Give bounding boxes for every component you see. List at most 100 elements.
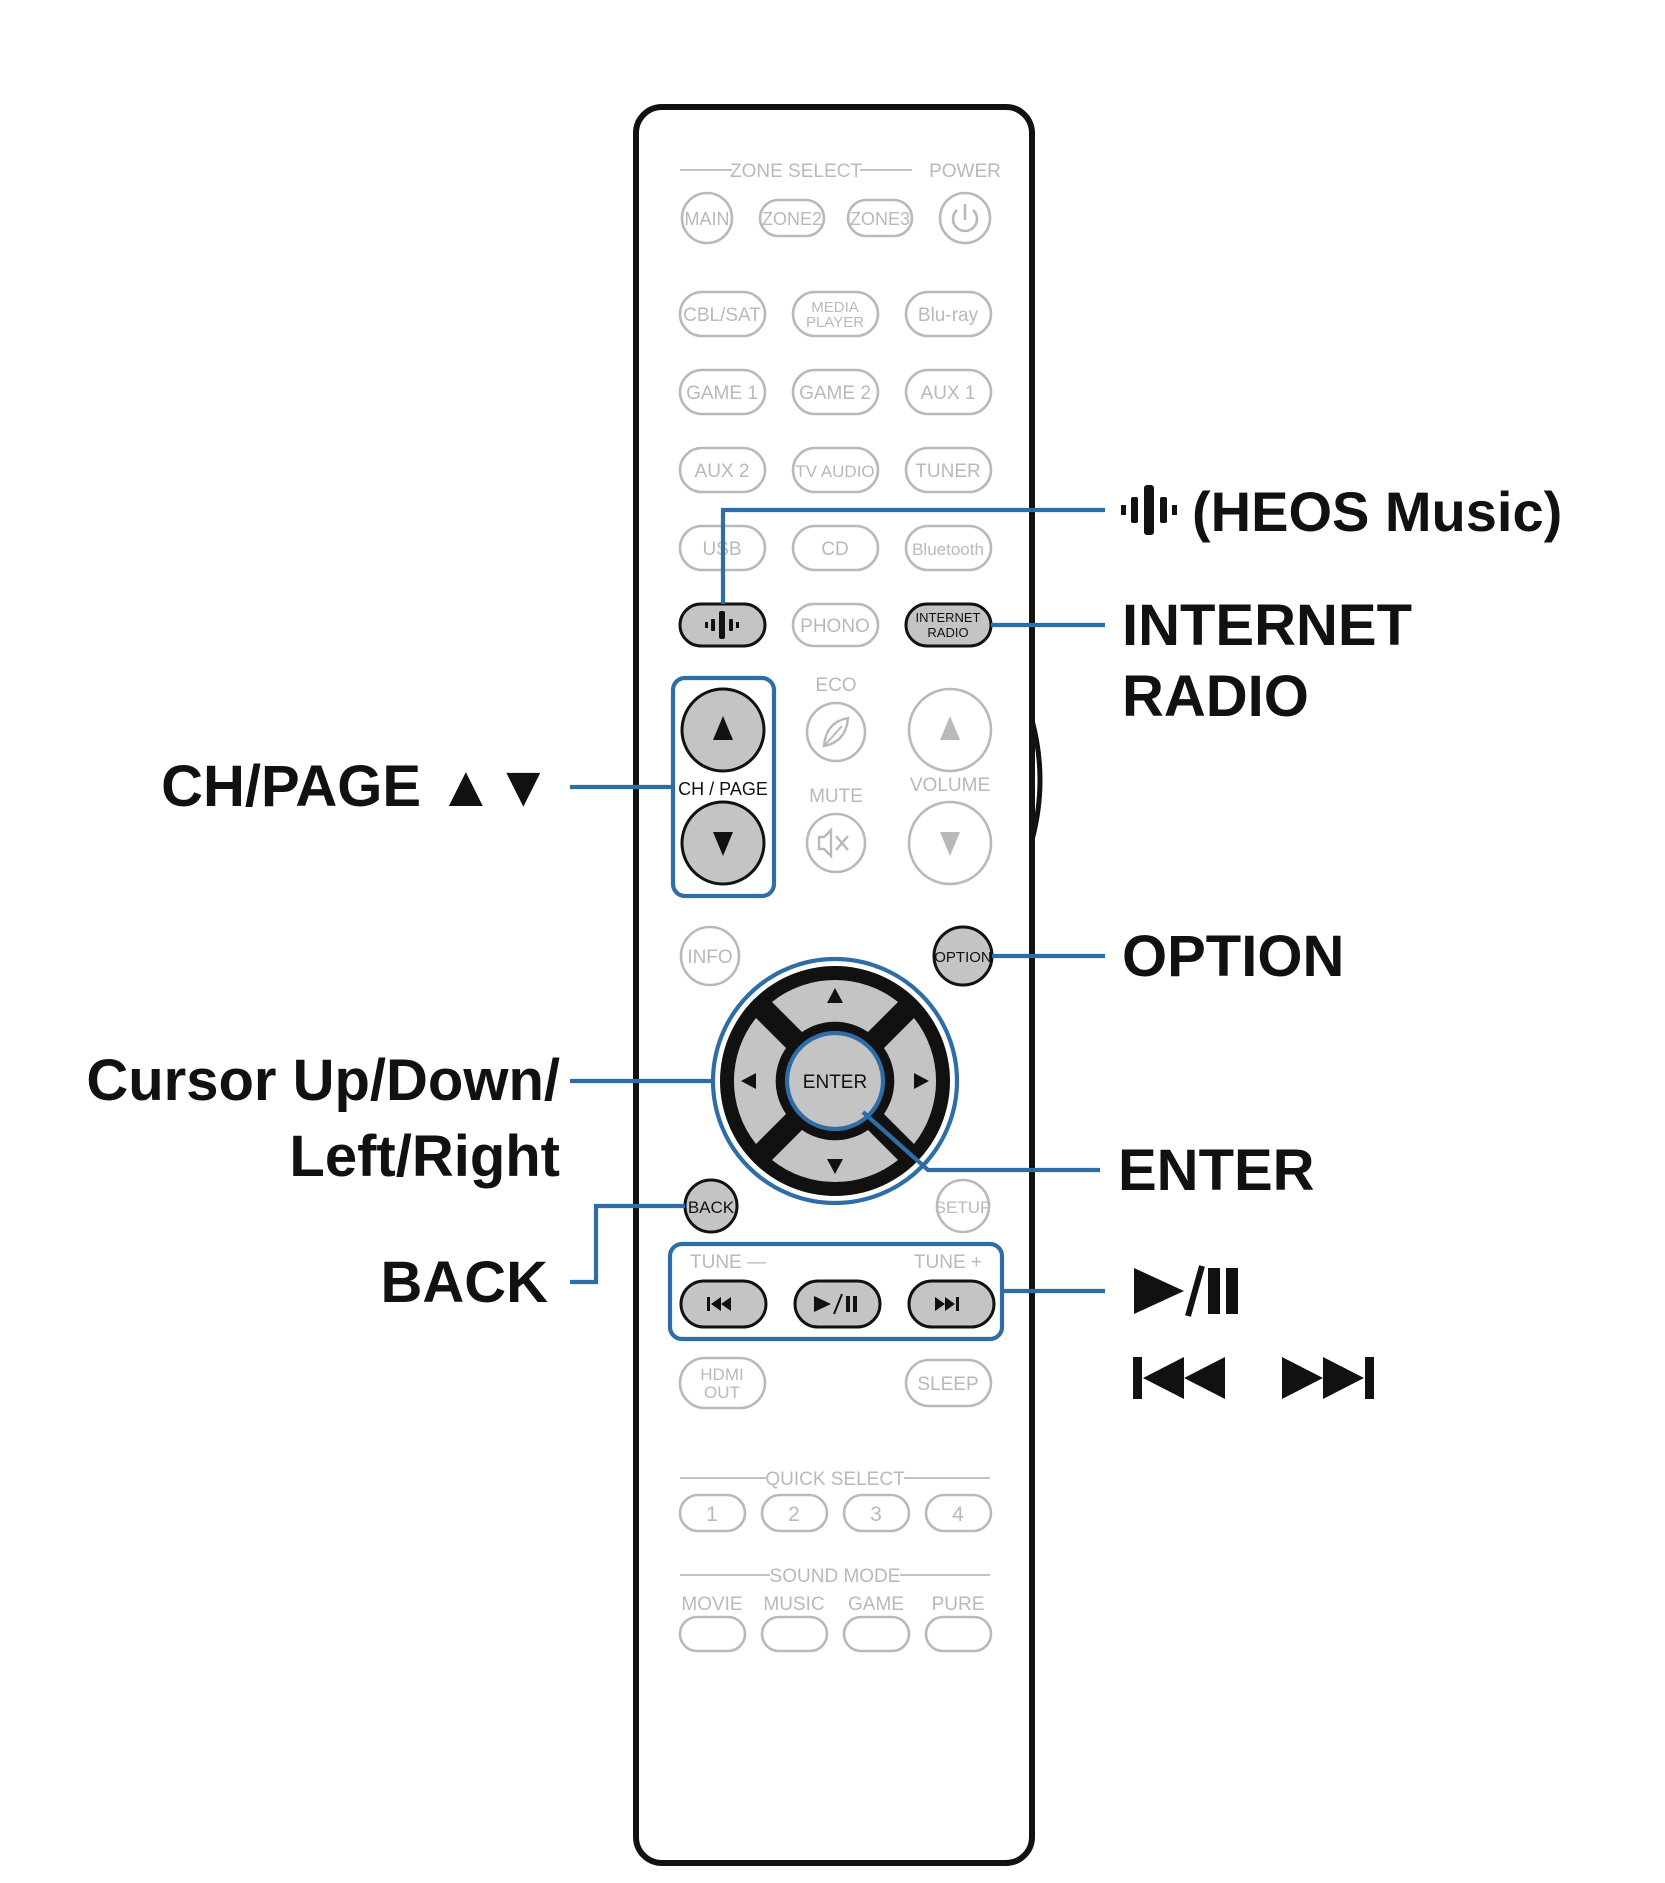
leaf-icon [822,716,850,748]
info-button[interactable]: INFO [679,925,741,987]
mute-label: MUTE [809,786,863,807]
input-cd-button[interactable]: CD [791,524,880,572]
sound-mode-movie-button[interactable] [678,1615,747,1653]
zone-select-label: ZONE SELECT [730,161,862,182]
quick-select-3-button[interactable]: 3 [842,1493,911,1533]
input-tuner-button[interactable]: TUNER [904,446,993,494]
input-media-player-button[interactable]: MEDIA PLAYER [791,290,880,338]
play-pause-callout-text: ▶/II [1104,119,1107,121]
music-label: MUSIC [763,1594,824,1615]
pure-label: PURE [932,1594,985,1615]
game-label: GAME [848,1594,904,1615]
svg-text:ZONE3: ZONE3 [850,209,910,229]
tune-minus-label: TUNE — [690,1252,766,1273]
sleep-button[interactable]: SLEEP [904,1358,993,1408]
enter-button[interactable]: ENTER [784,1030,886,1132]
heos-music-button[interactable] [678,602,767,648]
back-button[interactable]: BACK [683,1178,739,1234]
sound-mode-music-button[interactable] [760,1615,829,1653]
input-aux2-button[interactable]: AUX 2 [678,446,767,494]
cursor-left-button[interactable] [733,1018,786,1144]
cursor-callout-line1: Cursor Up/Down/ [86,1048,560,1113]
option-button[interactable]: OPTION [932,925,994,987]
svg-text:4: 4 [952,1503,964,1526]
zone2-button[interactable]: ZONE2 [758,198,826,238]
quick-select-1-button[interactable]: 1 [678,1493,747,1533]
internet-radio-button[interactable]: INTERNET RADIO [904,602,993,648]
sound-mode-pure-button[interactable] [924,1615,993,1653]
play-pause-button[interactable] [793,1279,882,1329]
skip-forward-button[interactable] [907,1279,996,1329]
internet-radio-callout-line1: INTERNET [1122,593,1412,658]
power-label: POWER [929,161,1001,182]
eco-button[interactable] [805,701,867,763]
svg-text:TV AUDIO: TV AUDIO [795,462,874,481]
up-triangle-icon [713,716,733,740]
leader-lines [570,507,1105,1294]
chpage-down-button[interactable] [680,800,766,886]
sound-mode-label: SOUND MODE [770,1566,901,1587]
svg-text:ENTER: ENTER [803,1072,867,1093]
sound-mode-game-button[interactable] [842,1615,911,1653]
back-callout: BACK [380,1250,548,1315]
volume-down-button[interactable] [907,800,993,886]
power-button[interactable] [938,191,992,245]
svg-text:Bluetooth: Bluetooth [912,540,984,559]
heos-callout-label: (HEOS Music) [1192,480,1562,543]
svg-text:AUX 2: AUX 2 [695,461,750,482]
enter-callout: ENTER [1118,1138,1315,1203]
cursor-right-icon [914,1073,929,1089]
cursor-down-icon [827,1159,843,1174]
zone-main-button[interactable]: MAIN [680,191,734,245]
cursor-down-button[interactable] [772,1130,898,1183]
zone3-button[interactable]: ZONE3 [846,198,914,238]
movie-label: MOVIE [681,1594,742,1615]
cursor-up-button[interactable] [772,979,898,1032]
chpage-up-button[interactable] [680,687,766,773]
setup-button[interactable]: SETUP [935,1178,992,1234]
quick-select-label: QUICK SELECT [765,1469,905,1490]
volume-up-button[interactable] [907,687,993,773]
hdmi-out-button[interactable]: HDMI OUT [678,1356,767,1410]
input-tv-audio-button[interactable]: TV AUDIO [791,446,880,494]
svg-text:MAIN: MAIN [685,209,730,229]
mute-icon [817,827,849,859]
cursor-up-icon [827,988,843,1003]
svg-text:RADIO: RADIO [927,625,968,640]
input-cbl-sat-button[interactable]: CBL/SAT [678,290,767,338]
skip-callout-icon [1133,1357,1374,1399]
svg-text:SETUP: SETUP [935,1198,992,1217]
quick-select-2-button[interactable]: 2 [760,1493,829,1533]
svg-text:GAME 2: GAME 2 [799,383,871,404]
svg-text:PHONO: PHONO [800,616,870,637]
input-bluetooth-button[interactable]: Bluetooth [904,524,993,572]
mute-button[interactable] [805,812,867,874]
quick-select-4-button[interactable]: 4 [924,1493,993,1533]
skip-forward-icon [935,1297,959,1311]
input-bluray-button[interactable]: Blu-ray [904,290,993,338]
svg-text:GAME 1: GAME 1 [686,383,758,404]
svg-text:Blu-ray: Blu-ray [918,305,979,326]
input-game2-button[interactable]: GAME 2 [791,368,880,416]
svg-text:CD: CD [821,539,848,560]
volume-label: VOLUME [910,775,990,796]
input-phono-button[interactable]: PHONO [791,602,880,648]
svg-text:MEDIA: MEDIA [811,299,859,316]
power-icon [951,204,979,233]
input-game1-button[interactable]: GAME 1 [678,368,767,416]
cursor-right-button[interactable] [884,1018,937,1144]
heos-icon [1121,485,1177,535]
svg-text:AUX 1: AUX 1 [921,383,976,404]
skip-back-button[interactable] [679,1279,768,1329]
down-triangle-icon [713,832,733,856]
play-pause-callout-icon [1134,1265,1238,1317]
input-aux1-button[interactable]: AUX 1 [904,368,993,416]
svg-text:INTERNET: INTERNET [916,610,981,625]
svg-text:CBL/SAT: CBL/SAT [683,305,761,326]
tune-plus-label: TUNE + [914,1252,982,1273]
skip-back-icon [707,1297,731,1311]
svg-text:SLEEP: SLEEP [917,1374,978,1395]
up-triangle-icon [940,716,960,740]
svg-text:PLAYER: PLAYER [806,314,864,331]
